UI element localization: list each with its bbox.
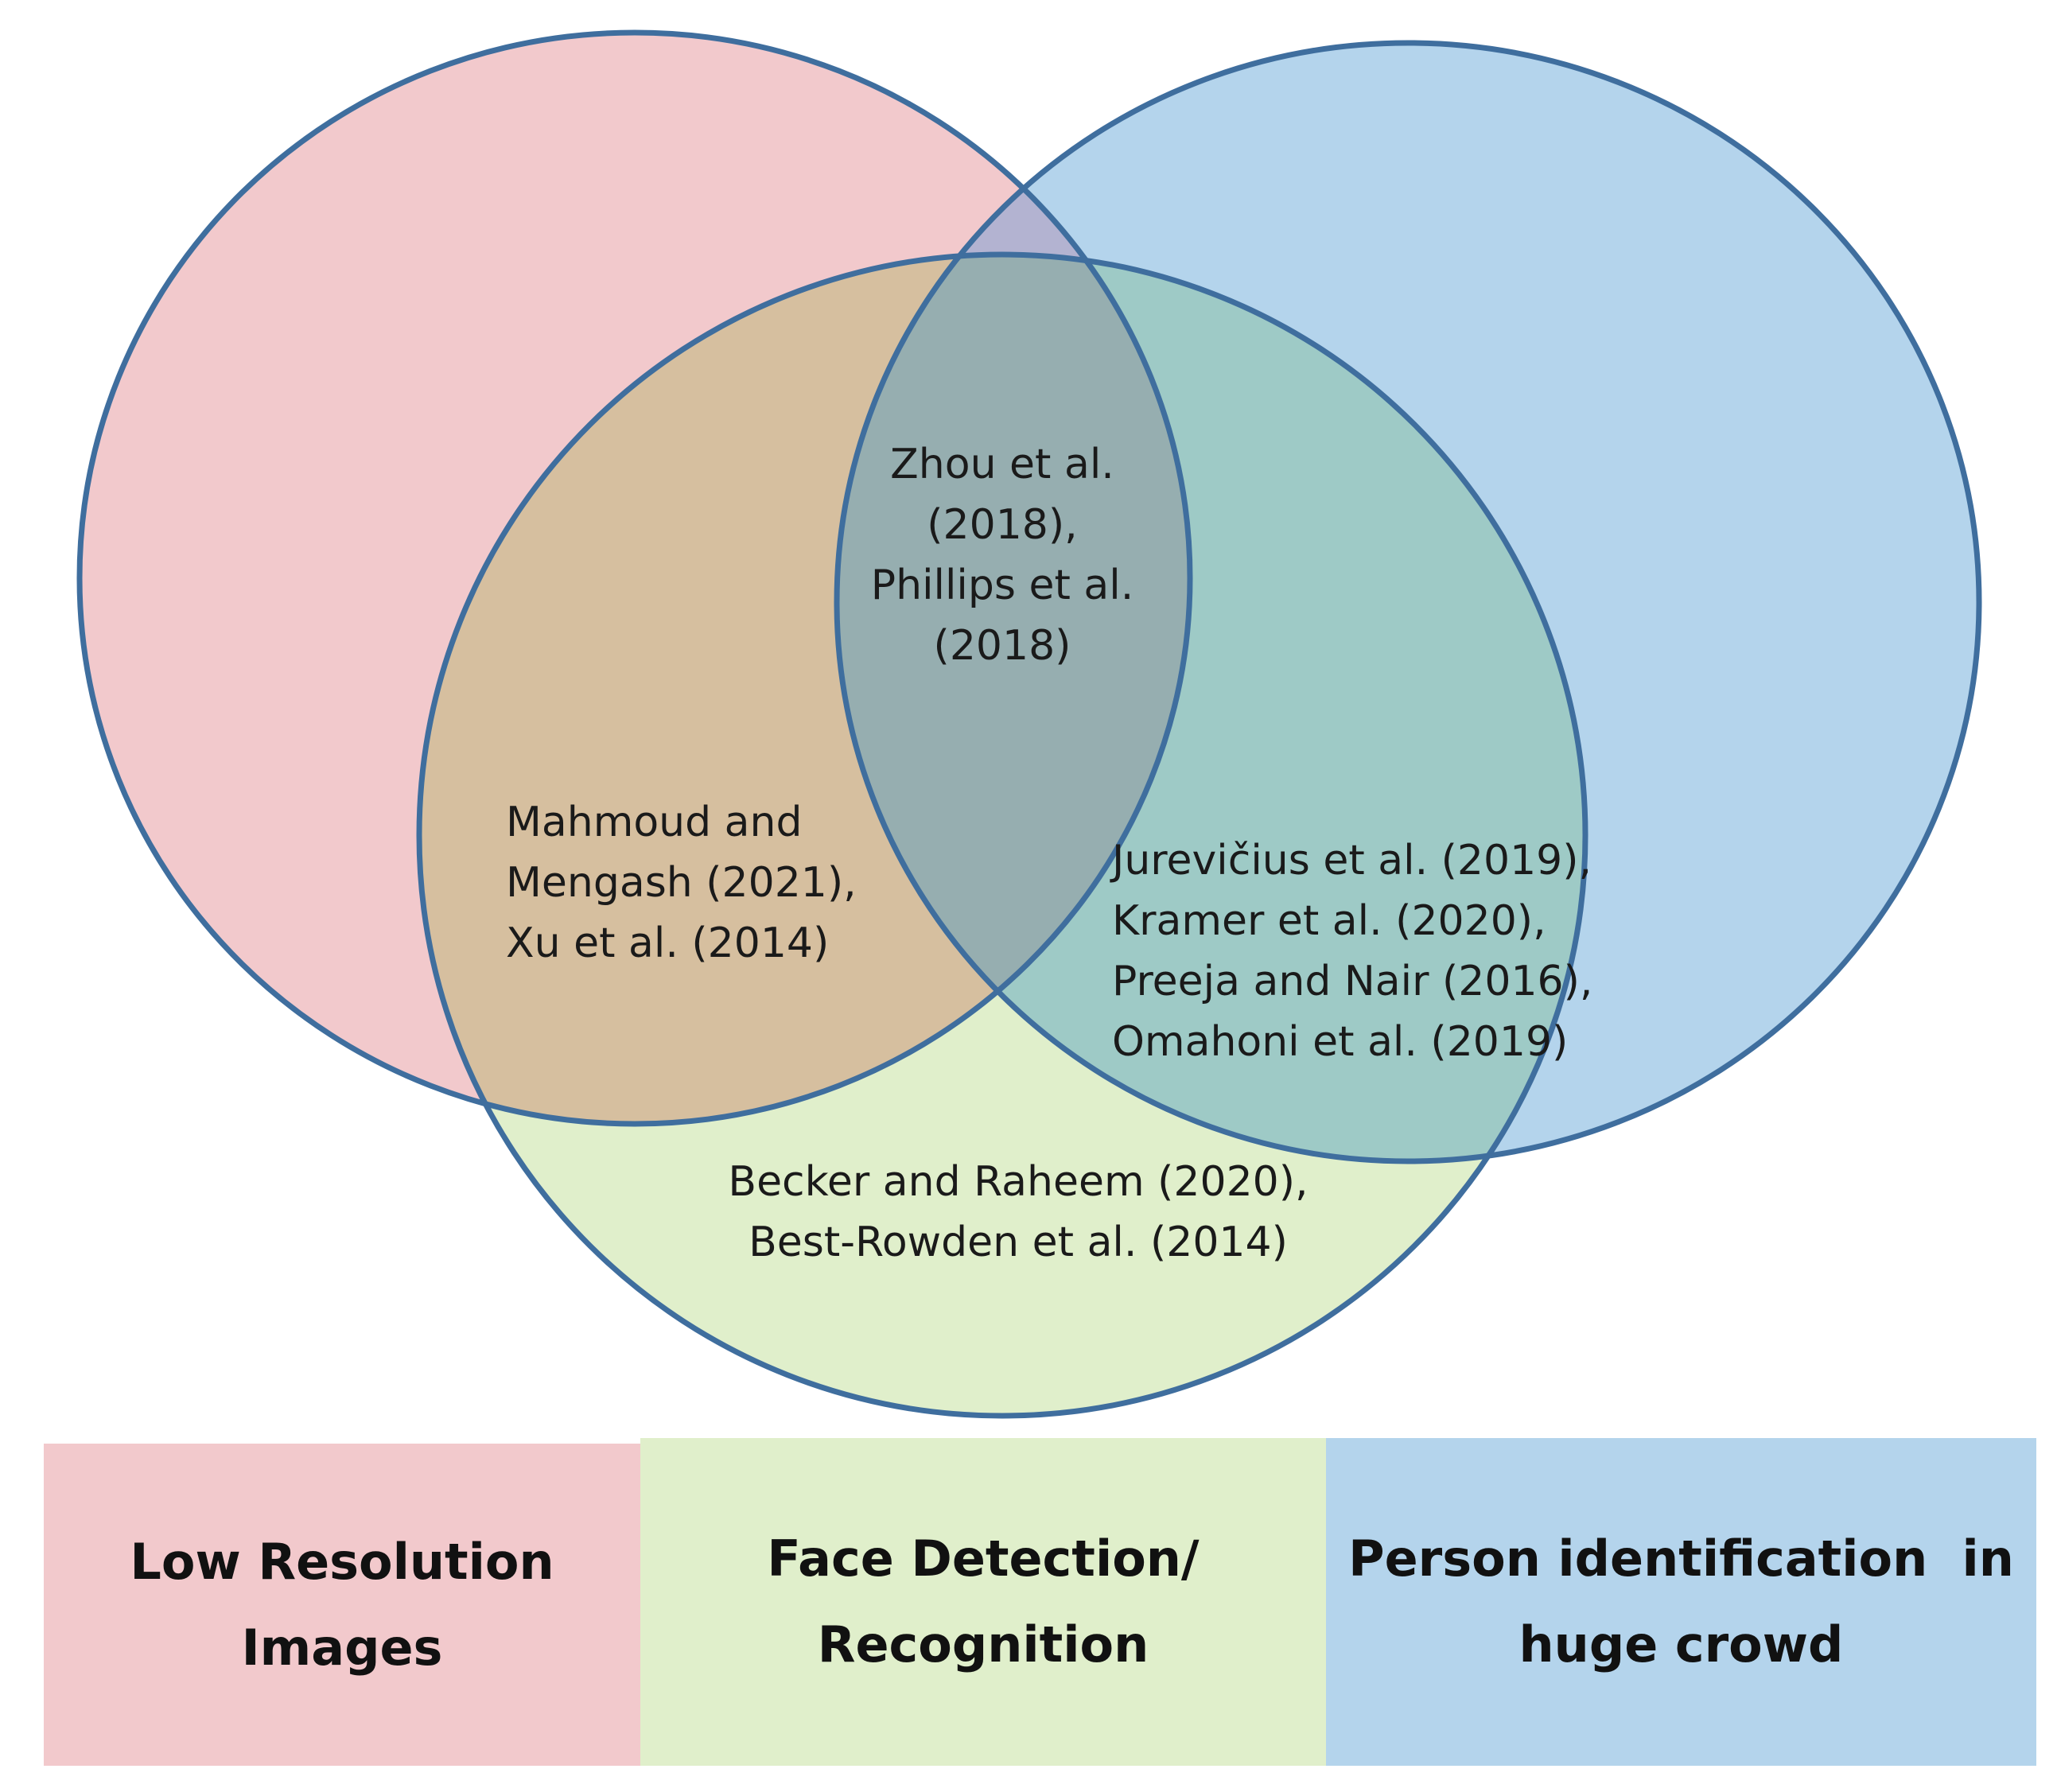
- label-line: Preeja and Nair (2016),: [1112, 958, 1593, 1005]
- label-line: Jurevičius et al. (2019),: [1112, 837, 1592, 884]
- label-line: Phillips et al.: [870, 562, 1134, 609]
- legend-line: huge crowd: [1518, 1615, 1844, 1673]
- label-line: Kramer et al. (2020),: [1112, 897, 1546, 945]
- venn-diagram: [76, 29, 1982, 1419]
- legend-face-detection: Face Detection/ Recognition: [640, 1438, 1326, 1766]
- label-line: Zhou et al.: [890, 441, 1114, 488]
- label-face-only: Becker and Raheem (2020), Best-Rowden et…: [700, 1152, 1336, 1273]
- label-face-person: Jurevičius et al. (2019), Kramer et al. …: [1112, 830, 1592, 1072]
- label-line: Omahoni et al. (2019): [1112, 1018, 1569, 1066]
- legend-line: Recognition: [817, 1615, 1149, 1673]
- label-line: Mengash (2021),: [506, 859, 857, 907]
- label-line: (2018),: [927, 501, 1078, 549]
- legend-person-identification: Person identification in huge crowd: [1326, 1438, 2036, 1766]
- legend-line: Low Resolution: [130, 1532, 554, 1591]
- label-line: Xu et al. (2014): [506, 919, 830, 967]
- label-line: Mahmoud and: [506, 799, 803, 846]
- label-all-three: Zhou et al. (2018), Phillips et al. (201…: [843, 434, 1161, 676]
- legend-line: Face Detection/: [767, 1530, 1200, 1588]
- label-line: Best-Rowden et al. (2014): [749, 1219, 1288, 1266]
- label-line: Becker and Raheem (2020),: [728, 1158, 1308, 1206]
- legend-low-resolution: Low Resolution Images: [44, 1444, 640, 1766]
- legend-line: Images: [241, 1618, 443, 1677]
- label-line: (2018): [933, 622, 1071, 670]
- legend-line: Person identification in: [1348, 1530, 2014, 1588]
- label-low-res-face: Mahmoud and Mengash (2021), Xu et al. (2…: [506, 792, 857, 974]
